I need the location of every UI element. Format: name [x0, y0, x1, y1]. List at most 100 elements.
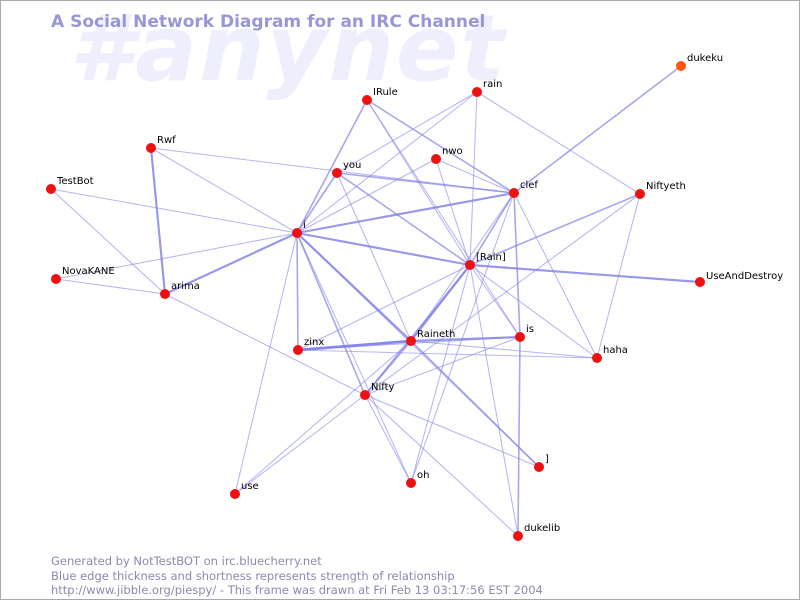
node-Rwf: Rwf — [146, 135, 176, 153]
node-label-Niftyeth: Niftyeth — [646, 181, 686, 192]
edge-Raineth-use — [234, 340, 412, 495]
node-nwo: nwo — [431, 146, 463, 164]
node-dot-bracket — [534, 462, 544, 472]
node-Niftyeth: Niftyeth — [635, 181, 686, 199]
node-label-clef: clef — [520, 180, 538, 191]
edge-i-oh — [296, 232, 412, 484]
edge-clef-i — [296, 191, 515, 235]
node-IRule: IRule — [362, 87, 398, 105]
footer-generated-by: Generated by NotTestBOT on irc.bluecherr… — [51, 554, 322, 568]
node-label-is: is — [526, 324, 534, 335]
node-use: use — [230, 481, 259, 499]
edge-i-arima — [164, 232, 298, 295]
node-dot-oh — [406, 478, 416, 488]
node-label-i: i — [303, 220, 306, 231]
edge-Raineth-bracket — [410, 340, 540, 468]
footer: Generated by NotTestBOT on irc.bluecherr… — [51, 554, 543, 598]
edge-Nifty-use — [234, 394, 366, 495]
edge-Niftyeth-Rain — [469, 193, 641, 266]
node-Raineth: Raineth — [406, 329, 455, 346]
node-dot-Rwf — [146, 143, 156, 153]
node-dukelib: dukelib — [513, 523, 560, 541]
node-arima: arima — [160, 281, 200, 299]
edge-you-Rain — [336, 172, 471, 266]
edge-Rain-UseAndDestroy — [469, 263, 701, 284]
node-dot-you — [332, 168, 342, 178]
node-dot-UseAndDestroy — [695, 277, 705, 287]
node-haha: haha — [592, 345, 628, 363]
node-dot-dukelib — [513, 531, 523, 541]
node-dot-rain — [472, 87, 482, 97]
node-NovaKANE: NovaKANE — [51, 266, 115, 284]
edge-Nifty-dukelib — [364, 394, 519, 537]
node-label-Rain: [Rain] — [476, 252, 506, 263]
edge-nwo-clef — [435, 158, 515, 194]
node-TestBot: TestBot — [46, 176, 94, 194]
node-dot-is — [515, 332, 525, 342]
node-label-haha: haha — [603, 345, 628, 356]
edge-rain-Niftyeth — [476, 91, 641, 195]
node-i: i — [292, 220, 306, 238]
edge-zinx-haha — [297, 349, 598, 359]
diagram-title: A Social Network Diagram for an IRC Chan… — [51, 12, 486, 32]
node-dot-zinx — [293, 345, 303, 355]
edge-Niftyeth-Nifty — [364, 193, 641, 396]
edge-Raineth-haha — [410, 340, 598, 359]
edge-TestBot-arima — [50, 188, 166, 295]
edge-i-Rain — [296, 231, 471, 267]
node-dot-use — [230, 489, 240, 499]
node-dot-IRule — [362, 95, 372, 105]
node-dot-Raineth — [406, 336, 416, 346]
edge-dukeku-clef — [513, 65, 682, 194]
node-label-arima: arima — [171, 281, 200, 292]
node-label-NovaKANE: NovaKANE — [62, 266, 115, 277]
edge-rain-Rain — [469, 91, 478, 266]
edges-layer — [50, 65, 701, 537]
edge-NovaKANE-arima — [55, 278, 166, 295]
node-label-Raineth: Raineth — [417, 329, 455, 340]
node-label-dukeku: dukeku — [687, 53, 723, 64]
edge-TestBot-i — [50, 188, 298, 234]
node-zinx: zinx — [293, 337, 324, 355]
edge-Rwf-arima — [149, 147, 167, 295]
edge-clef-oh — [410, 192, 515, 484]
node-label-you: you — [343, 160, 361, 171]
edge-i-use — [234, 232, 298, 495]
edge-rain-you — [336, 91, 478, 174]
node-dot-TestBot — [46, 184, 56, 194]
node-dot-Niftyeth — [635, 189, 645, 199]
node-dot-Nifty — [360, 390, 370, 400]
edge-i-zinx — [296, 232, 299, 351]
node-label-IRule: IRule — [373, 87, 398, 98]
edge-i-NovaKANE — [55, 232, 298, 280]
node-dot-dukeku — [676, 61, 686, 71]
edge-is-Nifty — [364, 336, 521, 396]
edge-you-clef — [336, 172, 515, 194]
edge-Rwf-i — [150, 147, 298, 234]
node-dot-clef — [509, 188, 519, 198]
node-bracket: ] — [534, 454, 549, 472]
edge-IRule-is — [366, 99, 521, 338]
edge-i-Nifty — [296, 232, 366, 396]
channel-watermark: #anynet — [69, 0, 507, 102]
node-dot-nwo — [431, 154, 441, 164]
edge-you-Raineth — [336, 172, 412, 342]
node-dot-Rain — [465, 260, 475, 270]
node-label-Nifty: Nifty — [371, 382, 395, 393]
footer-legend-note: Blue edge thickness and shortness repres… — [51, 568, 455, 583]
edge-Rain-dukelib — [469, 264, 519, 537]
edge-clef-is — [513, 192, 521, 338]
node-is: is — [515, 324, 534, 342]
node-oh: oh — [406, 470, 429, 488]
node-Nifty: Nifty — [360, 382, 395, 400]
edge-nwo-Rain — [435, 158, 471, 266]
node-label-bracket: ] — [545, 454, 549, 465]
edge-clef-Rain — [469, 192, 515, 266]
node-Rain: [Rain] — [465, 252, 506, 270]
node-rain: rain — [472, 79, 502, 97]
node-label-Rwf: Rwf — [157, 135, 176, 146]
node-clef: clef — [509, 180, 538, 198]
